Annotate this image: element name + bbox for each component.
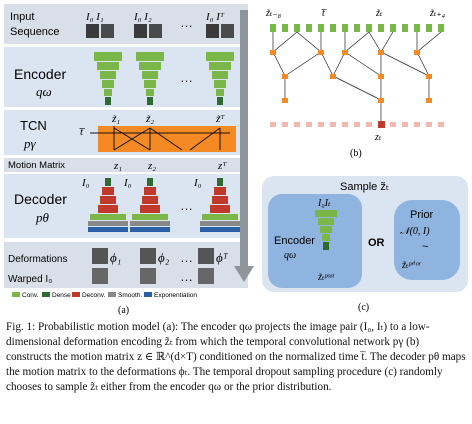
panel-c: Sample z̃ₜ I₀Iₜ Encoder qω z̃ₜᵖᵒˢᵗ OR Pr… xyxy=(262,176,468,313)
panel-c-encoder-stack xyxy=(315,210,337,250)
top-label-0: z̃ₜ₋₈ xyxy=(265,8,282,19)
figure-1: Input Sequence Encoder qω TCN pγ Motion … xyxy=(4,4,468,316)
z-T: zᵀ xyxy=(217,160,227,172)
panel-c-title: Sample z̃ₜ xyxy=(340,181,389,193)
enc-inputs: I₀Iₜ xyxy=(317,198,331,209)
input-pair-T: I₀ Iᵀ xyxy=(205,11,234,38)
deformation-ellipsis: … xyxy=(180,250,193,265)
encoder-symbol: qω xyxy=(36,84,52,99)
hidden-nodes xyxy=(270,50,432,103)
encoder-ellipsis: … xyxy=(180,70,193,85)
input-thumbnail xyxy=(206,24,219,38)
legend-swatch-dense xyxy=(42,292,50,297)
motion-matrix-label: Motion Matrix xyxy=(8,160,65,171)
output-nodes xyxy=(270,122,444,127)
input-thumbnail xyxy=(86,24,99,38)
warped-label: Warped I₀ xyxy=(8,274,52,285)
tcn-edges xyxy=(272,31,442,122)
encoder-stack-1 xyxy=(94,52,122,105)
output-node-current xyxy=(378,121,385,128)
input-thumbnail xyxy=(101,24,114,38)
deformations-label: Deformations xyxy=(8,254,67,265)
z-1: z₁ xyxy=(113,160,122,172)
phi-2: ϕ₂ xyxy=(158,250,170,265)
top-label-3: z̃ₜ₊₄ xyxy=(429,8,446,19)
input-thumbnail xyxy=(149,24,162,38)
warped-thumbnail xyxy=(198,268,214,284)
decoder-ellipsis: … xyxy=(180,198,193,213)
deformation-thumbnail xyxy=(92,248,108,264)
deformation-thumbnail xyxy=(198,248,214,264)
phi-1: ϕ₁ xyxy=(110,250,121,265)
input-thumbnail xyxy=(134,24,147,38)
decoder-input-1: I₀ xyxy=(81,177,90,189)
tcn-block xyxy=(98,126,236,152)
prior-tilde: ~ xyxy=(422,241,428,253)
panel-c-encoder-sym: qω xyxy=(284,250,296,261)
panel-c-encoder-label: Encoder xyxy=(274,235,315,247)
input-label: Input xyxy=(10,11,34,23)
input-pair-label: I₀ I₁ xyxy=(85,11,104,23)
decoder-input-T: I₀ xyxy=(193,177,202,189)
z-tilde-T: z̃ᵀ xyxy=(215,113,225,125)
top-label-1: t̅ xyxy=(320,8,327,19)
phi-T: ϕᵀ xyxy=(216,250,229,265)
prior-box xyxy=(394,200,460,280)
input-pair-2: I₀ I₂ xyxy=(133,11,162,38)
tcn-symbol: pγ xyxy=(23,136,37,151)
input-thumbnail xyxy=(221,24,234,38)
decoder-stack-T xyxy=(200,178,240,232)
figure-caption: Fig. 1: Probabilistic motion model (a): … xyxy=(6,321,466,393)
panel-b-caption: (b) xyxy=(350,148,362,159)
legend-swatch-deconv xyxy=(72,292,80,297)
encoder-label: Encoder xyxy=(14,66,66,82)
deformation-thumbnail xyxy=(140,248,156,264)
prior-sample: z̃ₜᵖʳⁱᵒʳ xyxy=(401,260,421,271)
top-label-2: z̃ₜ xyxy=(375,8,383,19)
tcn-label: TCN xyxy=(20,118,47,133)
decoder-stack-2 xyxy=(130,178,170,232)
panel-a-caption: (a) xyxy=(118,305,129,316)
bottom-label: zₜ xyxy=(374,132,382,143)
warped-thumbnail xyxy=(140,268,156,284)
motion-row-bg xyxy=(4,158,248,172)
decoder-input-2: I₀ xyxy=(123,177,132,189)
input-pair-1: I₀ I₁ xyxy=(85,11,114,38)
prior-label: Prior xyxy=(410,209,434,221)
warped-thumbnail xyxy=(92,268,108,284)
legend-exp: Exponentiation xyxy=(154,292,197,299)
legend-conv: Conv. xyxy=(22,292,39,299)
input-squares xyxy=(270,24,444,32)
posterior-sample: z̃ₜᵖᵒˢᵗ xyxy=(317,272,335,283)
warped-ellipsis: … xyxy=(180,269,193,284)
input-ellipsis: … xyxy=(180,15,193,30)
decoder-label: Decoder xyxy=(14,191,67,207)
encoder-stack-T xyxy=(206,52,234,105)
decoder-stack-1 xyxy=(88,178,128,232)
encoder-box xyxy=(268,194,362,288)
legend-deconv: Deconv. xyxy=(82,292,106,299)
input-pair-label: I₀ I₂ xyxy=(133,11,152,23)
legend-swatch-smooth xyxy=(108,292,116,297)
panel-c-caption: (c) xyxy=(358,302,369,313)
z-2: z₂ xyxy=(147,160,156,172)
flow-arrow-head xyxy=(234,266,254,282)
tcn-arrows xyxy=(90,126,230,151)
t-bar: t̅ xyxy=(79,126,86,138)
legend-swatch-conv xyxy=(12,292,20,297)
encoder-stack-2 xyxy=(136,52,164,105)
or-label: OR xyxy=(368,237,385,249)
legend-swatch-exp xyxy=(144,292,152,297)
legend-dense: Dense xyxy=(52,292,71,299)
legend-smooth: Smooth. xyxy=(118,292,142,299)
flow-arrow-shaft xyxy=(240,10,248,268)
legend: Conv. Dense Deconv. Smooth. Exponentiati… xyxy=(12,292,197,299)
sequence-label: Sequence xyxy=(10,26,60,38)
input-pair-label: I₀ Iᵀ xyxy=(205,11,225,23)
decoder-symbol: pθ xyxy=(35,210,50,225)
z-tilde-1: z̃₁ xyxy=(111,113,120,125)
prior-dist: 𝒩(0, I) xyxy=(400,226,430,237)
panel-b: z̃ₜ₋₈ t̅ z̃ₜ z̃ₜ₊₄ xyxy=(265,8,446,159)
z-tilde-2: z̃₂ xyxy=(145,113,154,125)
